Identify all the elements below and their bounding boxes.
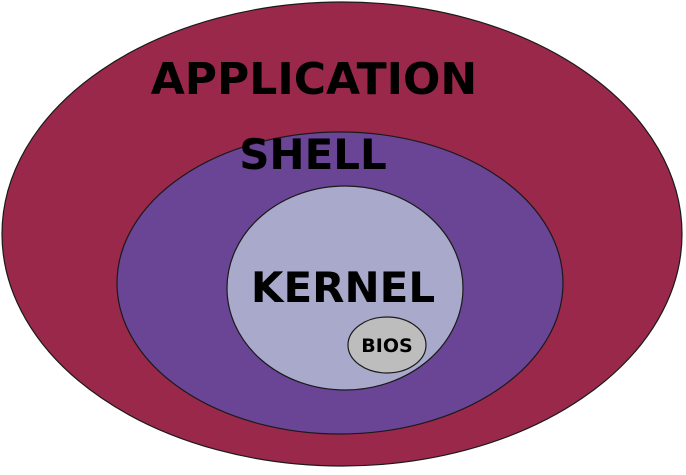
bios-label: BIOS xyxy=(361,335,412,357)
application-label: APPLICATION xyxy=(151,54,478,105)
shell-label: SHELL xyxy=(239,130,387,179)
bios-layer xyxy=(347,316,427,374)
kernel-label: KERNEL xyxy=(251,263,435,312)
